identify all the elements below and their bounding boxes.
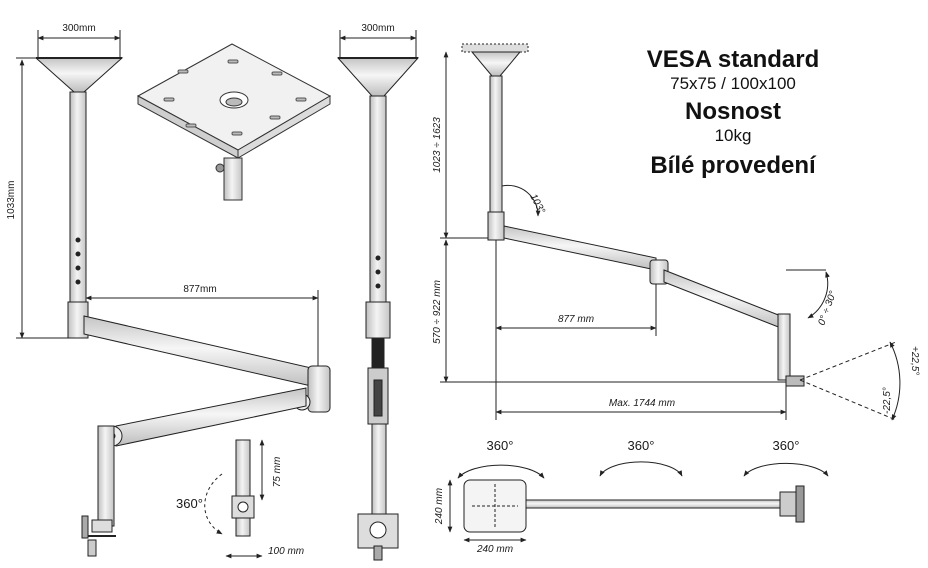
upper-arm-front	[83, 315, 321, 389]
arm-collar-side	[365, 301, 391, 339]
label-plate-side: 300mm	[361, 23, 394, 34]
label-max-reach: Max. 1744 mm	[609, 398, 675, 409]
lower-arm-front	[115, 387, 307, 447]
spec-finish: Bílé provedení	[650, 152, 816, 179]
label-vesa-100: 100 mm	[268, 546, 304, 557]
label-tilt-down: -22,5°	[882, 387, 893, 414]
top-view	[447, 461, 829, 543]
label-tilt-range: 0° ÷ 30°	[816, 290, 839, 327]
elbow-joint-front	[307, 365, 331, 413]
label-reach-front: 877mm	[183, 284, 216, 295]
drop-bar-front	[97, 425, 115, 527]
spec-load-value: 10kg	[714, 126, 752, 145]
label-joint-angle: 103°	[527, 192, 546, 215]
ceiling-flange-front	[34, 57, 124, 93]
spec-block: VESA standard 75x75 / 100x100 Nosnost 10…	[620, 46, 846, 180]
label-rotation-top-1: 360°	[487, 438, 514, 453]
label-pole-height: 1033mm	[6, 181, 17, 220]
label-tilt-up: +22,5°	[909, 346, 920, 375]
label-rotation-top-2: 360°	[628, 438, 655, 453]
spec-vesa-title: VESA standard	[646, 46, 820, 73]
spec-load-title: Nosnost	[685, 98, 781, 125]
rotation-detail	[204, 439, 265, 559]
drop-bar-side	[371, 423, 387, 521]
label-top-depth: 240 mm	[434, 488, 445, 525]
label-vesa-75: 75 mm	[272, 457, 283, 488]
spec-vesa-sizes: 75x75 / 100x100	[670, 74, 796, 93]
label-rotation-top-3: 360°	[773, 438, 800, 453]
label-reach-side: 877 mm	[558, 314, 594, 325]
ceiling-plate-detail	[136, 43, 332, 201]
label-plate-front: 300mm	[62, 23, 95, 34]
side-elevation	[440, 43, 901, 421]
label-height-range-side: 1023 ÷ 1623	[432, 117, 443, 173]
side-view	[336, 30, 420, 561]
label-height-range-arm: 570 ÷ 922 mm	[432, 280, 443, 344]
label-rotation-front: 360°	[176, 496, 203, 511]
label-top-width: 240 mm	[476, 544, 513, 555]
front-view	[16, 30, 331, 557]
